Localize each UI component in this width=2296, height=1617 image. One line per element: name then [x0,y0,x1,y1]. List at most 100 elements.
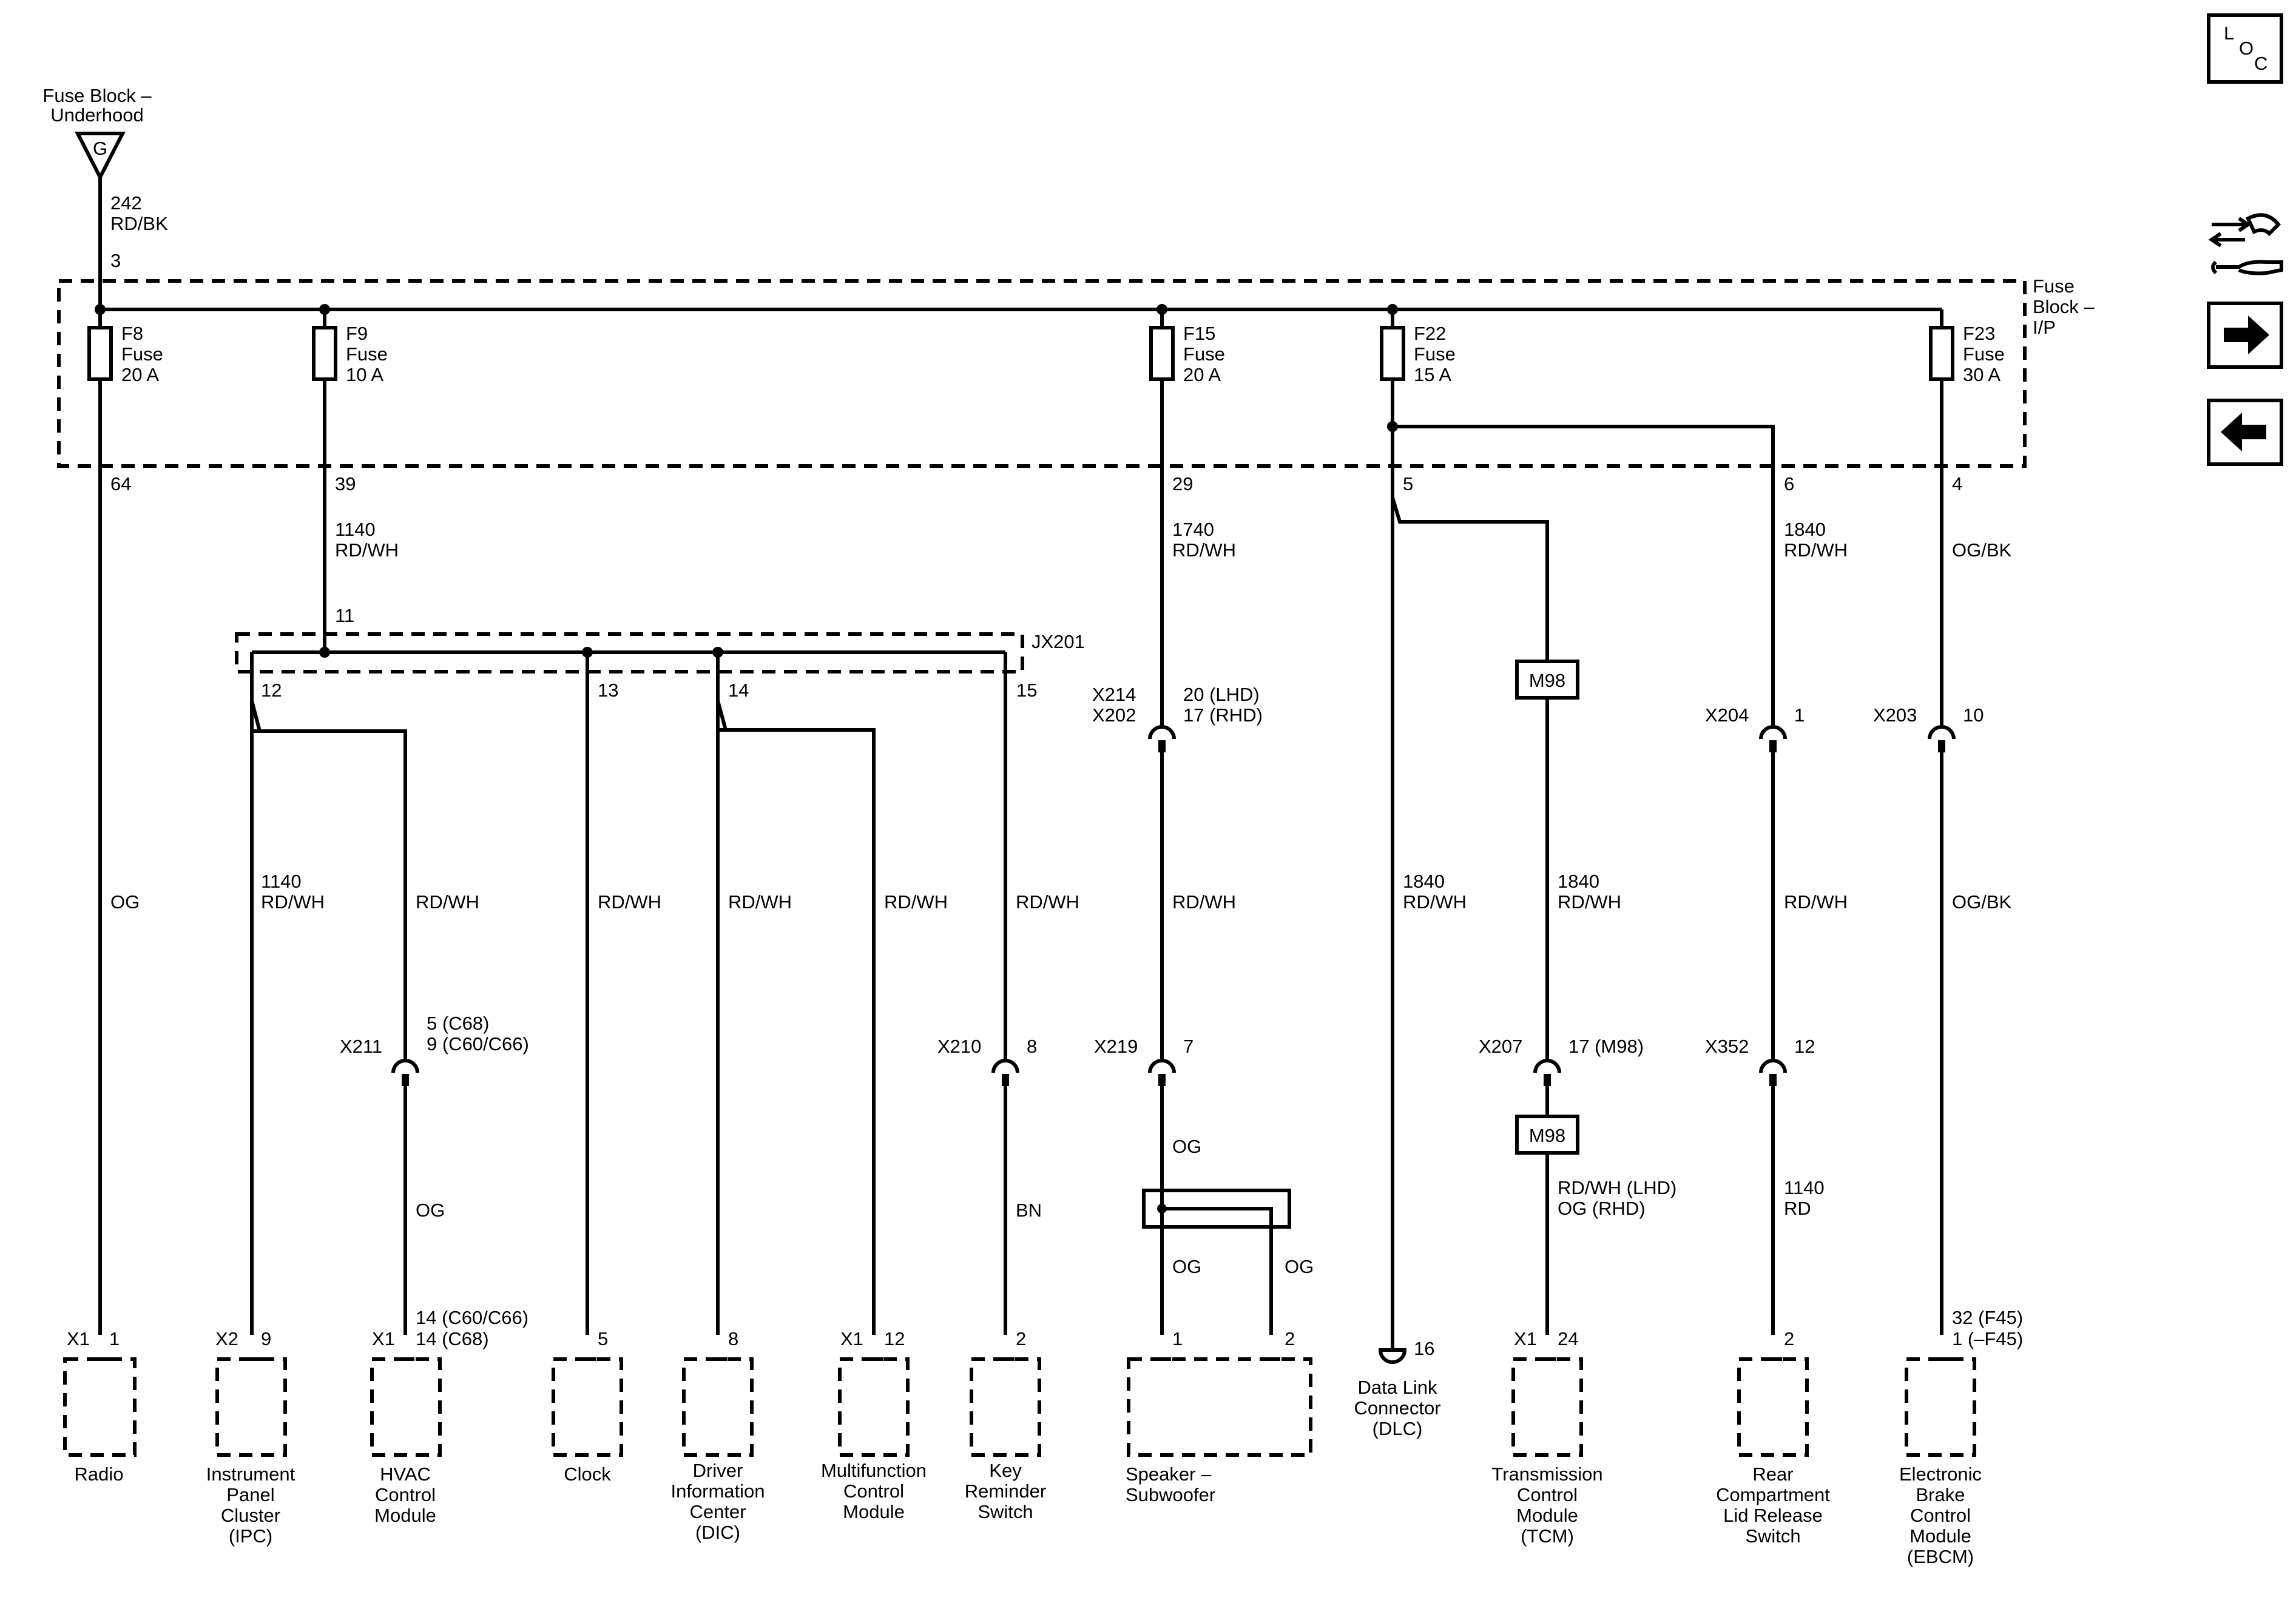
fuse-f15-kind: Fuse [1183,343,1225,365]
wire-f15-color: RD/WH [1172,539,1236,561]
hvac-conn: X1 [372,1328,395,1349]
fuse-f9-rating: 10 A [346,364,383,385]
key-circuit: RD/WH X210 8 BN 2 Key Reminder Switch [937,652,1079,1522]
key-label-1: Key [989,1460,1022,1481]
x203-name: X203 [1873,704,1917,726]
fuse-f22-name: F22 [1414,323,1446,344]
underhood-fuse-source: Fuse Block – Underhood G 242 RD/BK 3 [42,85,168,309]
fuse-f8-name: F8 [121,323,143,344]
wire-f22b-color: RD/WH [1784,539,1848,561]
wire-f15-circuit: 1740 [1172,519,1214,540]
wire-sub-upper: RD/WH [1172,891,1236,913]
ipc-label-3: Cluster [221,1505,280,1526]
source-title-2: Underhood [50,104,143,126]
fuse-f9-pin: 39 [335,473,356,495]
arrow-left-icon[interactable] [2207,399,2283,466]
hvac-pin-2: 14 (C68) [416,1328,489,1349]
sub-label-1: Speaker – [1126,1463,1212,1485]
hvac-label-2: Control [375,1484,436,1505]
ipc-label-1: Instrument [206,1463,295,1485]
rear-circuit: X204 1 RD/WH X352 12 1140 RD 2 Rear Comp… [1705,704,1848,1547]
hvac-label-1: HVAC [380,1463,431,1485]
tools-icon[interactable] [2208,213,2283,275]
loc-icon[interactable]: L O C [2207,13,2283,84]
wire-tcm-upper-circuit: 1840 [1558,871,1599,892]
arrow-right-icon[interactable] [2207,302,2283,369]
radio-pin: 1 [109,1328,120,1349]
key-label-2: Reminder [965,1480,1046,1502]
x219-pin: 7 [1183,1036,1194,1057]
mfcm-circuit: RD/WH X1 12 Multifunction Control Module [726,728,948,1522]
dlc-circuit: 1840 RD/WH 16 Data Link Connector (DLC) [1354,498,1467,1439]
wire-rear-upper: RD/WH [1784,891,1848,913]
fuse-f9-name: F9 [346,323,368,344]
fuse-f22-pin: 5 [1403,473,1413,495]
wire-key-lower: BN [1016,1200,1042,1221]
mfcm-label-3: Module [843,1501,905,1522]
wire-hvac-lower: OG [416,1200,445,1221]
fuse-block-label-1: Fuse [2033,275,2075,297]
wire-rear-lower-circuit: 1140 [1784,1177,1825,1198]
rear-label-1: Rear [1752,1463,1793,1485]
dic-label-3: Center [689,1501,746,1522]
hvac-label-3: Module [374,1505,436,1526]
sub-pin-2: 2 [1285,1328,1295,1349]
x211-pin-1: 5 (C68) [427,1013,489,1034]
fuse-f8: F8 Fuse 20 A 64 [87,304,163,1335]
splice-pin-13: 13 [598,680,618,701]
sub-label-2: Subwoofer [1126,1484,1215,1505]
wire-hvac-upper: RD/WH [416,891,479,913]
loc-o: O [2239,38,2254,59]
x352-name: X352 [1705,1036,1749,1057]
rear-pin: 2 [1784,1328,1794,1349]
x210-name: X210 [937,1036,981,1057]
wire-radio-color: OG [110,891,140,913]
dlc-pin: 16 [1414,1338,1434,1359]
wire-tcm-upper-color: RD/WH [1558,891,1621,913]
dlc-label-2: Connector [1354,1397,1440,1419]
wire-f22b-circuit: 1840 [1784,519,1826,540]
fuse-f23-name: F23 [1963,323,1995,344]
x214-pin-1: 20 (LHD) [1183,684,1260,705]
splice-pin-15: 15 [1016,680,1037,701]
wire-sub-right: OG [1285,1256,1314,1277]
clock-pin: 5 [598,1328,608,1349]
ebcm-pin-1: 32 (F45) [1952,1307,2023,1328]
wire-dlc-circuit: 1840 [1403,871,1445,892]
source-letter: G [93,138,107,159]
fuse-f8-kind: Fuse [121,343,163,365]
mfcm-label-2: Control [843,1480,904,1502]
source-title-1: Fuse Block – [42,85,152,106]
fuse-f22: F22 Fuse 15 A 5 6 1840 RD/WH [1380,304,1848,725]
x219-name: X219 [1094,1036,1138,1057]
wire-mfcm-color: RD/WH [884,891,948,913]
ipc-pin: 9 [261,1328,271,1349]
radio-circuit: OG X1 1 Radio [63,891,140,1485]
wire-f23-color: OG/BK [1952,539,2012,561]
tcm-conn: X1 [1514,1328,1537,1349]
tcm-label-2: Control [1517,1484,1578,1505]
source-pin: 3 [110,250,121,271]
fuse-f15-name: F15 [1183,323,1215,344]
source-circuit: 242 [110,192,142,214]
radio-conn: X1 [67,1328,90,1349]
loc-l: L [2224,22,2234,44]
source-triangle [75,132,126,181]
fuse-f9-kind: Fuse [346,343,388,365]
wire-ipc-circuit: 1140 [261,871,302,892]
x204-pin: 1 [1794,704,1805,726]
key-pin: 2 [1016,1328,1026,1349]
hvac-circuit: RD/WH X211 5 (C68) 9 (C60/C66) OG 14 (C6… [260,729,529,1526]
wire-rear-lower-color: RD [1784,1198,1811,1219]
fuse-f23-kind: Fuse [1963,343,2005,365]
fuse-f8-rating: 20 A [121,364,159,385]
ipc-conn: X2 [215,1328,238,1349]
fuse-f8-pin: 64 [110,473,131,495]
x214-pin-2: 17 (RHD) [1183,704,1263,726]
fuse-f9: F9 Fuse 10 A 39 1140 RD/WH [312,304,399,652]
ipc-circuit: 1140 RD/WH X2 9 Instrument Panel Cluster… [206,652,325,1547]
clock-label: Clock [564,1463,611,1485]
sub-pin-1: 1 [1172,1328,1183,1349]
fuse-f22-pin-6: 6 [1784,473,1794,495]
